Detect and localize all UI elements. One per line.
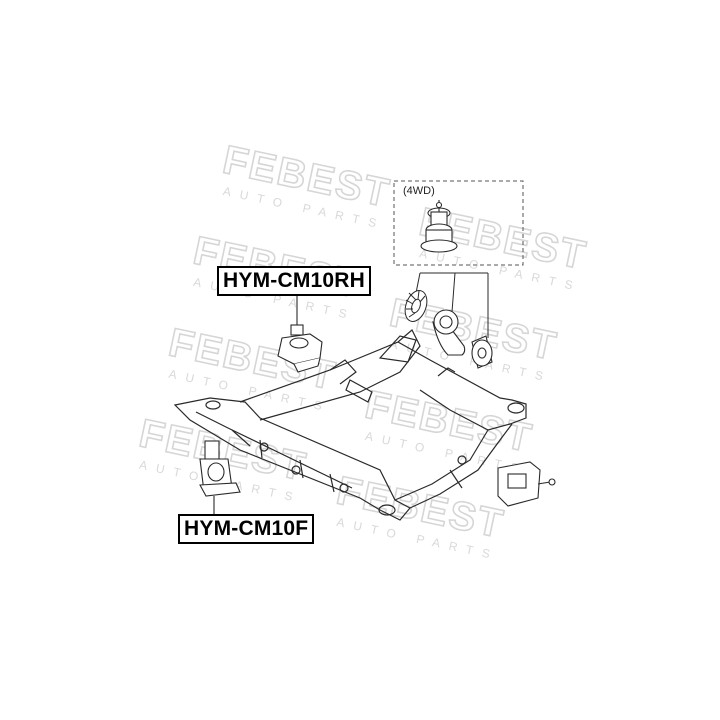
part-number-label-right-mount[interactable]: HYM-CM10RH — [217, 266, 372, 296]
watermark-tile — [160, 319, 343, 416]
ribbed-washer — [404, 290, 428, 322]
4wd-note: (4WD) — [403, 185, 435, 197]
leader-lines-4wd — [415, 272, 489, 338]
part-number-label-front-mount[interactable]: HYM-CM10F — [178, 514, 315, 544]
4wd-dashed-box — [393, 180, 524, 266]
watermark-tile — [215, 136, 397, 233]
watermark-layer — [131, 136, 594, 564]
bracket-bushing — [432, 309, 466, 356]
4wd-engine-mount — [420, 200, 458, 253]
rear-mount — [497, 461, 556, 507]
watermark-tile — [328, 467, 511, 564]
subframe — [173, 329, 527, 521]
watermark-tile — [357, 381, 539, 478]
round-bushing — [471, 335, 493, 369]
front-engine-mount — [199, 440, 241, 514]
right-engine-mount — [277, 295, 323, 373]
